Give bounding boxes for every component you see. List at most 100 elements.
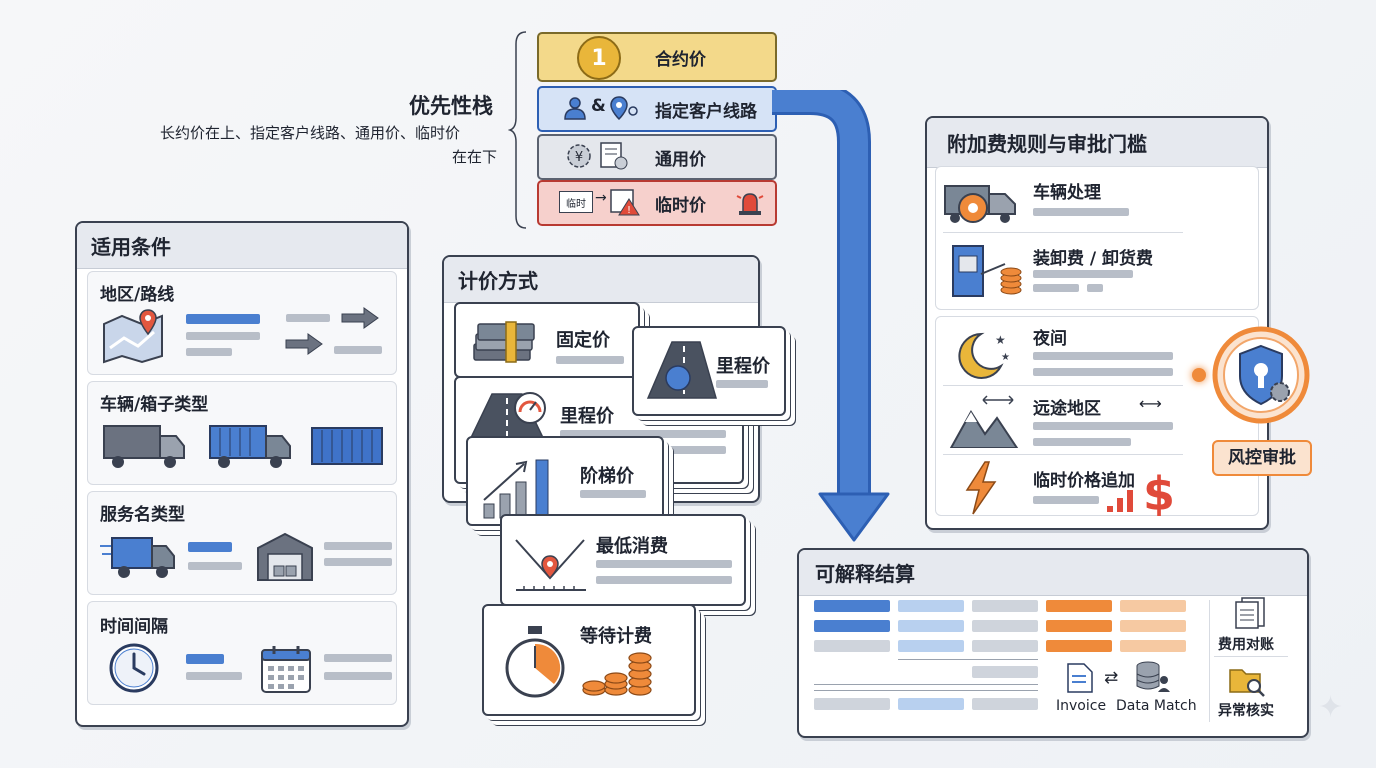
priority-item-temporary[interactable]: 临时 → ! 临时价 [537,180,777,226]
pricing-card-label: 里程价 [716,356,770,377]
reconcile-label[interactable]: 费用对账 [1218,637,1274,653]
surcharge-title: 附加费规则与审批门槛 [927,118,1267,168]
settlement-cell [1120,600,1186,612]
priority-item-label: 合约价 [655,49,706,70]
surcharge-item-vehicle[interactable]: 车辆处理 [943,172,1249,230]
price-list-icon [600,142,628,170]
placeholder-bar [560,430,726,438]
condition-time[interactable]: 时间间隔 [87,601,397,705]
placeholder-bar [1033,270,1133,278]
placeholder-bar [1033,496,1099,504]
ampersand: & [591,96,606,116]
divider [1214,656,1288,657]
placeholder-bar [186,672,242,680]
pricing-card-label: 最低消费 [596,536,668,557]
verify-label[interactable]: 异常核实 [1218,703,1274,719]
condition-region-label: 地区/路线 [100,285,175,305]
priority-item-contract[interactable]: 1 合约价 [537,32,777,82]
placeholder-bar [324,672,392,680]
placeholder-bar [580,490,646,498]
warning-calendar-icon: ! [610,189,640,216]
surcharge-item-label: 车辆处理 [1033,183,1101,203]
surcharge-panel: 附加费规则与审批门槛 车辆处理 装卸费 / 卸货费 ★ ★ [925,116,1269,530]
tiered-chart-icon [483,459,549,519]
condition-region[interactable]: 地区/路线 [87,271,397,375]
priority-desc-line1: 长约价在上、指定客户线路、通用价、临时价 [160,124,461,142]
settlement-cell [1046,600,1112,612]
pricing-card-fixed[interactable]: 固定价 [454,302,640,378]
settlement-cell [972,698,1038,710]
settlement-cell [814,600,890,612]
road-gauge-icon [467,392,547,444]
settlement-cell [1046,640,1112,652]
invoice-label: Invoice [1056,698,1107,714]
placeholder-bar [186,654,224,664]
surcharge-item-night[interactable]: ★ ★ 夜间 [943,322,1249,384]
location-pin-icon [610,96,638,121]
divider [943,232,1183,233]
divider [943,454,1183,455]
priority-title: 优先性栈 [409,94,493,118]
alarm-light-icon [736,193,764,215]
condition-vehicle-label: 车辆/箱子类型 [100,395,209,415]
placeholder-bar [324,558,392,566]
placeholder-bar [716,380,768,388]
placeholder-bar [286,314,330,322]
forklift-coins-icon [952,245,1022,297]
settlement-cell [972,620,1038,632]
placeholder-bar [1033,368,1173,376]
priority-item-label: 指定客户线路 [655,101,757,122]
priority-item-customer-route[interactable]: & 指定客户线路 [537,86,777,132]
placeholder-bar [596,576,732,584]
pricing-card-label: 等待计费 [580,626,652,647]
shield-lock-icon [1212,326,1310,424]
placeholder-bar [596,560,732,568]
pricing-title: 计价方式 [444,257,758,303]
database-user-icon [1136,661,1170,692]
map-pin-icon [103,309,163,364]
placeholder-bar [1033,352,1173,360]
svg-text:¥: ¥ [575,150,583,165]
svg-text:★: ★ [995,333,1006,347]
condition-service-label: 服务名类型 [100,505,185,525]
mountain-icon [949,395,1019,448]
priority-bracket [508,31,527,229]
truck-icon [103,425,185,468]
moon-stars-icon: ★ ★ [958,332,1010,379]
svg-text:★: ★ [1001,352,1010,363]
priority-item-general[interactable]: ¥ 通用价 [537,134,777,180]
pricing-card-waiting[interactable]: 等待计费 [482,604,696,716]
divider [1209,600,1210,722]
surcharge-item-remote[interactable]: 远途地区 ⟷ [943,390,1249,452]
surcharge-item-label: 装卸费 / 卸货费 [1033,249,1154,269]
pricing-card-mileage-detail[interactable]: 里程价 [632,326,786,416]
arrow-right-icon [341,307,379,329]
surcharge-item-temp-add[interactable]: 临时价格追加 $ [943,458,1249,518]
placeholder-bar [1033,422,1173,430]
calendar-icon [261,646,311,693]
yen-gear-icon: ¥ [567,144,591,168]
conditions-title: 适用条件 [77,223,407,269]
lightning-icon [965,461,997,515]
temp-calendar-text: 临时 [566,198,586,210]
settlement-title: 可解释结算 [799,550,1307,596]
pricing-card-minimum[interactable]: 最低消费 [500,514,746,606]
swap-arrows-icon: ⇄ [1104,668,1119,688]
surcharge-item-label: 夜间 [1033,329,1067,349]
divider [898,659,1038,660]
settlement-cell [898,698,964,710]
approval-badge[interactable] [1212,326,1310,424]
surcharge-item-loading[interactable]: 装卸费 / 卸货费 [943,238,1249,300]
document-list-icon [1235,597,1265,629]
settlement-cell [898,620,964,632]
pricing-card-tiered[interactable]: 阶梯价 [466,436,664,526]
placeholder-bar [1033,438,1131,446]
placeholder-bar [186,348,232,356]
road-icon [646,341,717,399]
glow-dot-icon [1192,368,1206,382]
divider [943,385,1183,386]
condition-vehicle[interactable]: 车辆/箱子类型 [87,381,397,485]
condition-service[interactable]: 服务名类型 [87,491,397,595]
warehouse-icon [257,532,313,581]
placeholder-bar [1087,284,1103,292]
